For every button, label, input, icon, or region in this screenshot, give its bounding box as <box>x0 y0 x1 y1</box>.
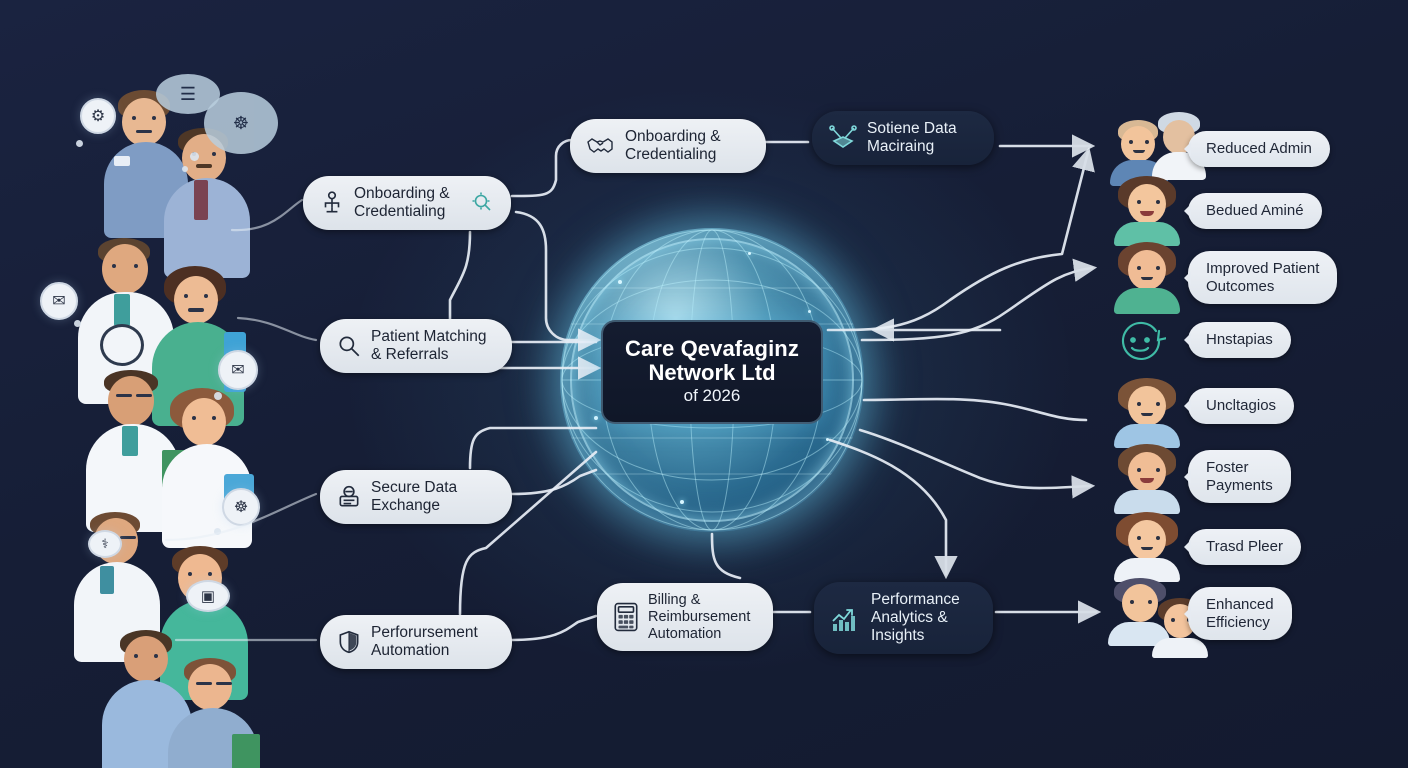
chip-improved-patient-outcomes[interactable]: Improved Patient Outcomes <box>1183 251 1338 305</box>
pill-reimbursement-automation[interactable]: Perforursement Automation <box>320 615 512 669</box>
data-pipeline-icon <box>828 124 858 152</box>
pill-onboarding-credentialing-left[interactable]: Onboarding & Credentialing <box>303 176 511 230</box>
chip-label: Foster Payments <box>1206 459 1273 494</box>
secure-document-icon <box>336 484 362 510</box>
chip-label: Bedued Aminé <box>1206 202 1304 219</box>
pill-billing-reimbursement-automation[interactable]: Billing & Reimbursement Automation <box>597 583 773 652</box>
person-avatar <box>1112 378 1184 448</box>
chip-hnstapias[interactable]: Hnstapias <box>1184 322 1291 358</box>
chip-reduced-admin[interactable]: Reduced Admin <box>1184 131 1330 167</box>
magnifier-icon <box>336 333 362 359</box>
pill-label: Perforursement Automation <box>371 624 478 659</box>
center-title-card: Care Qevafaginz Network Ltd of 2026 <box>601 320 823 424</box>
org-hierarchy-icon <box>319 190 345 216</box>
monitor-icon: ▣ <box>186 580 230 612</box>
chip-label: Reduced Admin <box>1206 140 1312 157</box>
pill-label: Patient Matching & Referrals <box>371 328 487 363</box>
pill-label: Secure Data Exchange <box>371 479 458 514</box>
gear-icon: ⚙ <box>80 98 116 134</box>
envelope-icon: ✉ <box>40 282 78 320</box>
chip-foster-payments[interactable]: Foster Payments <box>1184 450 1291 504</box>
pill-label: Onboarding & Credentialing <box>625 128 721 163</box>
stethoscope-icon: ⚕ <box>88 530 122 558</box>
center-title-line3: of 2026 <box>683 386 741 406</box>
chip-label: Trasd Pleer <box>1206 538 1283 555</box>
cycle-smiley-icon <box>1114 315 1169 365</box>
chip-label: Hnstapias <box>1206 331 1273 348</box>
pill-performance-analytics-insights[interactable]: Performance Analytics & Insights <box>814 582 993 654</box>
pill-label: Performance Analytics & Insights <box>871 591 960 644</box>
chip-trasd-pleer[interactable]: Trasd Pleer <box>1184 529 1301 565</box>
pill-sotiene-data-maciraing[interactable]: Sotiene Data Maciraing <box>812 111 994 165</box>
person-avatar <box>1108 578 1174 646</box>
chip-label: Enhanced Efficiency <box>1206 596 1274 631</box>
pill-onboarding-credentialing-center[interactable]: Onboarding & Credentialing <box>570 119 766 173</box>
pill-label: Sotiene Data Maciraing <box>867 120 957 155</box>
chip-bedued-amine[interactable]: Bedued Aminé <box>1184 193 1322 229</box>
pill-label: Billing & Reimbursement Automation <box>648 592 751 642</box>
envelope-icon: ✉ <box>218 350 258 390</box>
pill-secure-data-exchange[interactable]: Secure Data Exchange <box>320 470 512 524</box>
center-title-line1: Care Qevafaginz <box>625 336 799 362</box>
handshake-icon <box>586 134 616 158</box>
chip-uncltagios[interactable]: Uncltagios <box>1183 388 1295 424</box>
pill-patient-matching-referrals[interactable]: Patient Matching & Referrals <box>320 319 512 373</box>
chip-enhanced-efficiency[interactable]: Enhanced Efficiency <box>1184 587 1292 641</box>
shield-icon <box>336 629 362 655</box>
calculator-icon <box>613 602 639 632</box>
chip-label: Uncltagios <box>1206 397 1277 414</box>
magnifier-badge-icon <box>471 191 495 215</box>
person-avatar <box>1112 444 1184 514</box>
left-people-cluster: ⚙ ☰ ☸ ✉ ✉ ☸ ⚕ ▣ <box>38 70 278 768</box>
network-nodes-icon: ☸ <box>204 92 278 154</box>
person-avatar <box>1112 176 1184 246</box>
center-title-line2: Network Ltd <box>648 359 776 385</box>
network-nodes-icon: ☸ <box>222 488 260 526</box>
pill-label: Onboarding & Credentialing <box>354 185 450 220</box>
person-avatar <box>1112 242 1184 314</box>
bar-chart-growth-icon <box>830 602 862 634</box>
chip-label: Improved Patient Outcomes <box>1206 260 1320 295</box>
